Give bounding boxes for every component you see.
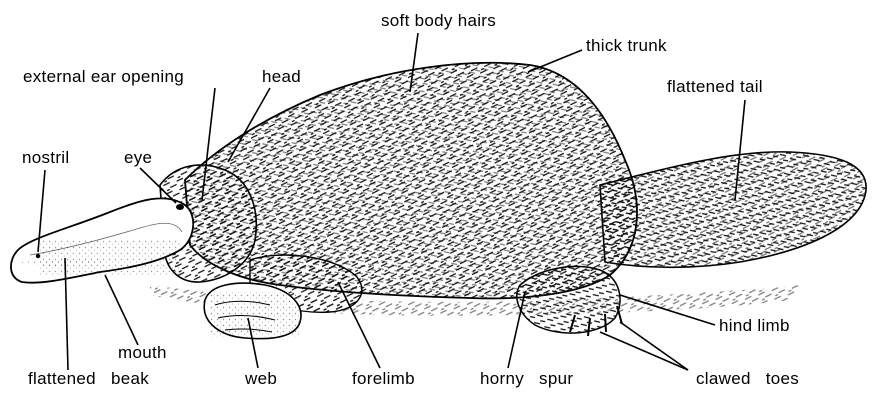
label-external-ear-opening: external ear opening [23,68,184,85]
label-soft-body-hairs: soft body hairs [381,12,496,29]
leader-thick-trunk [528,50,582,72]
label-mouth: mouth [118,344,167,361]
label-flattened-beak: flattened beak [28,370,149,387]
label-clawed-toes: clawed toes [696,370,799,387]
label-head: head [262,68,301,85]
label-horny-spur: horny spur [480,370,573,387]
label-web: web [245,370,277,387]
leader-clawed-toes-2 [600,332,688,370]
leader-clawed-toes-1 [620,322,688,370]
leader-mouth [105,275,138,345]
eye-dot [176,204,184,210]
label-forelimb: forelimb [352,370,415,387]
label-nostril: nostril [22,149,69,166]
label-flattened-tail: flattened tail [667,78,763,95]
label-thick-trunk: thick trunk [586,37,667,54]
label-hind-limb: hind limb [719,317,790,334]
nostril-dot [36,254,40,258]
label-eye: eye [124,149,152,166]
